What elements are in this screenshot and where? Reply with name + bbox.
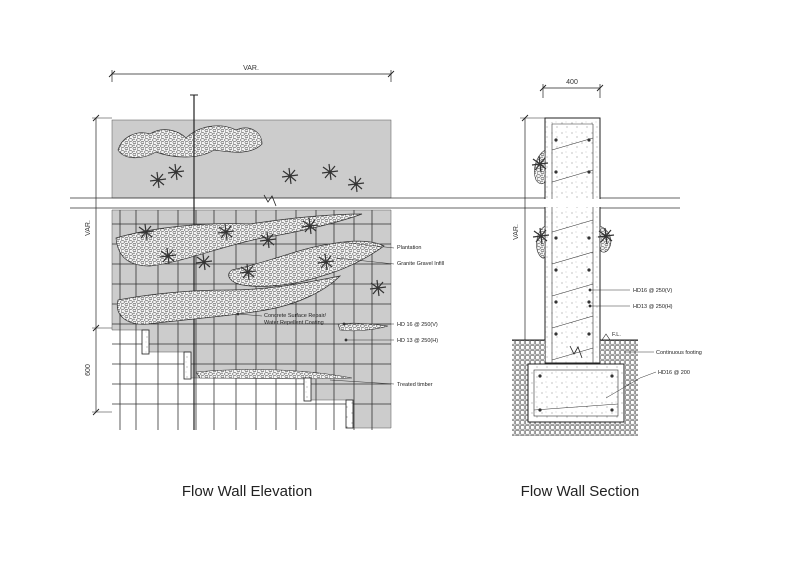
elev-width-label: VAR.: [243, 65, 259, 72]
label-elev-hd16: HD 16 @ 250(V): [397, 322, 438, 328]
elevation-view: VAR. VAR. 600: [70, 65, 680, 430]
label-granite-gravel: Granite Gravel Infill: [397, 261, 444, 267]
sec-fl-marker: F.L.: [601, 332, 621, 341]
elev-treated-timber: [141, 329, 354, 429]
sec-footing-rebar: [533, 369, 619, 417]
sec-planting-pockets: [531, 149, 615, 259]
sec-width-dimension: 400: [539, 79, 604, 98]
sec-width-label: 400: [566, 79, 578, 86]
elevation-title: Flow Wall Elevation: [181, 483, 313, 500]
label-fl: F.L.: [612, 332, 621, 338]
elev-stone-bands: [115, 213, 389, 380]
label-sec-hd16: HD16 @ 250(V): [633, 288, 672, 294]
label-plantation: Plantation: [397, 245, 421, 251]
sec-annotations: [588, 288, 657, 399]
elev-height-dimension: VAR. 600: [85, 114, 112, 416]
sec-wall-body: [544, 117, 601, 364]
sec-break-band: [540, 199, 605, 207]
sec-break-symbol: [569, 345, 583, 359]
label-continuous-footing: Continuous footing: [656, 350, 702, 356]
elev-break-symbol: [263, 194, 277, 207]
elev-height-label: VAR.: [85, 220, 92, 236]
sec-height-label: VAR.: [513, 224, 520, 240]
label-elev-hd13: HD 13 @ 250(H): [397, 338, 438, 344]
section-view: 400 VAR.: [512, 79, 702, 436]
sec-footing: [527, 363, 625, 423]
label-water-repellent: Water Repellent Coating: [264, 320, 324, 326]
elev-upper-stones: [117, 125, 263, 159]
elev-footing-label: 600: [85, 364, 92, 376]
elev-annotations: [236, 241, 395, 385]
label-concrete-repair: Concrete Surface Repair/: [264, 313, 327, 319]
elev-width-dimension: VAR.: [108, 65, 395, 82]
label-footing-bar: HD16 @ 200: [658, 370, 690, 376]
label-sec-hd13: HD13 @ 250(H): [633, 304, 673, 310]
section-title: Flow Wall Section: [520, 483, 640, 500]
label-treated-timber: Treated timber: [397, 382, 433, 388]
